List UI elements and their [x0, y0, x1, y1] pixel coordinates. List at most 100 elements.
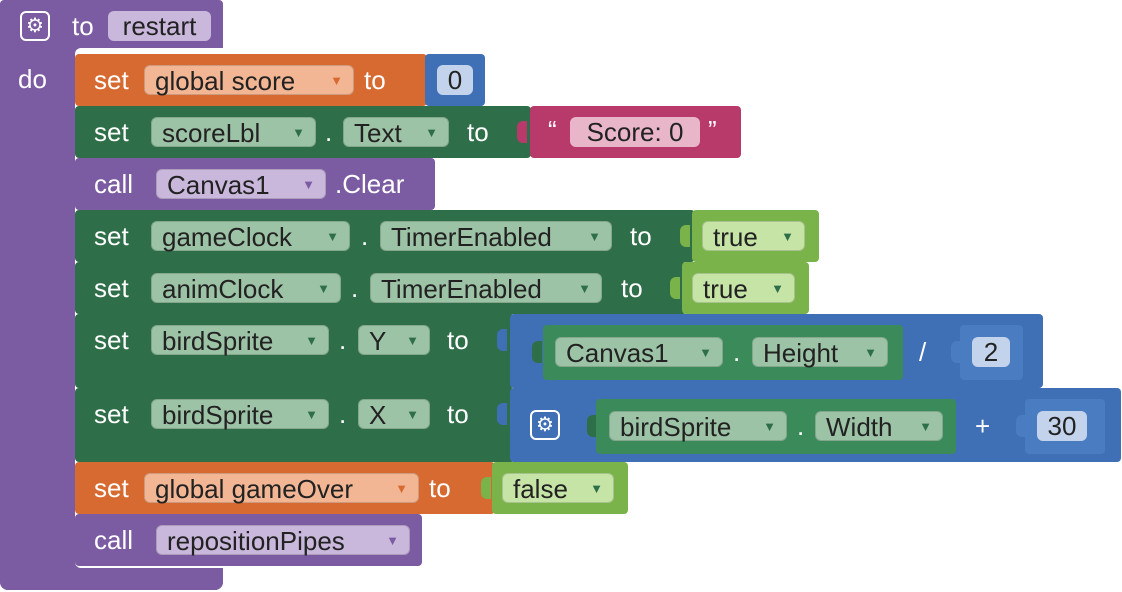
component-dropdown-canvas1[interactable]: Canvas1 ▼: [156, 169, 326, 200]
socket-connector: [481, 477, 491, 499]
property-dropdown-text[interactable]: Text ▼: [343, 117, 449, 148]
dot-separator: .: [339, 325, 347, 355]
set-keyword: set: [94, 65, 129, 95]
chevron-down-icon: ▼: [781, 229, 794, 244]
property-dropdown-height[interactable]: Height ▼: [752, 337, 888, 368]
procedure-footer: [0, 568, 223, 590]
chevron-down-icon: ▼: [386, 533, 399, 548]
socket-connector: [497, 403, 507, 425]
dropdown-label: Text: [354, 118, 402, 148]
dropdown-label: false: [513, 474, 568, 504]
dropdown-label: birdSprite: [162, 400, 274, 430]
gear-icon[interactable]: ⚙: [530, 410, 560, 440]
component-dropdown-birdsprite[interactable]: birdSprite ▼: [151, 325, 329, 356]
dropdown-label: gameClock: [162, 222, 293, 252]
dot-separator: .: [797, 411, 805, 441]
dot-separator: .: [351, 273, 359, 303]
dropdown-label: X: [369, 400, 387, 430]
number-field[interactable]: 30: [1037, 411, 1087, 441]
socket-connector: [532, 341, 542, 363]
set-keyword: set: [94, 221, 129, 251]
chevron-down-icon: ▼: [590, 481, 603, 496]
chevron-down-icon: ▼: [425, 125, 438, 140]
property-dropdown-y[interactable]: Y▼: [358, 325, 430, 356]
dot-separator: .: [325, 117, 333, 147]
socket-connector: [1016, 415, 1026, 437]
chevron-down-icon: ▼: [305, 333, 318, 348]
to-keyword: to: [621, 273, 643, 303]
chevron-down-icon: ▼: [395, 481, 408, 496]
dropdown-label: animClock: [162, 274, 284, 304]
set-keyword: set: [94, 117, 129, 147]
set-keyword: set: [94, 399, 129, 429]
dropdown-label: birdSprite: [162, 326, 274, 356]
dropdown-label: global score: [155, 66, 296, 96]
call-keyword: call: [94, 525, 134, 555]
chevron-down-icon: ▼: [302, 177, 315, 192]
socket-connector: [680, 225, 690, 247]
dot-separator: .: [733, 337, 741, 367]
chevron-down-icon: ▼: [305, 407, 318, 422]
gear-icon[interactable]: ⚙: [20, 11, 50, 41]
chevron-down-icon: ▼: [771, 281, 784, 296]
dropdown-label: repositionPipes: [167, 526, 345, 556]
number-field[interactable]: 2: [972, 337, 1010, 367]
dropdown-label: true: [713, 222, 758, 252]
procedure-keyword-to: to: [72, 11, 94, 41]
quote-close: ”: [708, 115, 717, 145]
variable-dropdown-global-score[interactable]: global score ▼: [144, 65, 354, 96]
add-operator: +: [975, 411, 991, 441]
variable-dropdown-global-gameover[interactable]: global gameOver ▼: [144, 473, 419, 504]
call-keyword: call: [94, 169, 134, 199]
dropdown-label: Y: [369, 326, 387, 356]
to-keyword: to: [447, 325, 469, 355]
chevron-down-icon: ▼: [864, 345, 877, 360]
number-field[interactable]: 0: [437, 65, 473, 95]
socket-connector: [497, 329, 507, 351]
socket-connector: [517, 121, 527, 143]
chevron-down-icon: ▼: [330, 73, 343, 88]
dropdown-label: TimerEnabled: [391, 222, 552, 252]
set-keyword: set: [94, 273, 129, 303]
chevron-down-icon: ▼: [588, 229, 601, 244]
to-keyword: to: [429, 473, 451, 503]
dropdown-label: Canvas1: [167, 170, 270, 200]
logic-dropdown-true[interactable]: true ▼: [702, 221, 805, 252]
component-dropdown-canvas1[interactable]: Canvas1▼: [555, 337, 723, 368]
component-dropdown-gameclock[interactable]: gameClock ▼: [151, 221, 350, 252]
socket-connector: [418, 69, 428, 91]
quote-open: “: [548, 115, 557, 145]
chevron-down-icon: ▼: [292, 125, 305, 140]
component-dropdown-birdsprite[interactable]: birdSprite ▼: [151, 399, 329, 430]
procedure-dropdown-repositionpipes[interactable]: repositionPipes ▼: [156, 525, 410, 556]
logic-dropdown-false[interactable]: false ▼: [502, 473, 614, 504]
chevron-down-icon: ▼: [406, 407, 419, 422]
component-dropdown-animclock[interactable]: animClock ▼: [151, 273, 341, 304]
component-dropdown-scorelbl[interactable]: scoreLbl▼: [151, 117, 316, 148]
chevron-down-icon: ▼: [317, 281, 330, 296]
set-keyword: set: [94, 325, 129, 355]
property-dropdown-width[interactable]: Width ▼: [815, 411, 943, 442]
dropdown-label: birdSprite: [620, 412, 732, 442]
text-field[interactable]: Score: 0: [570, 117, 700, 147]
dot-separator: .: [339, 399, 347, 429]
chevron-down-icon: ▼: [919, 419, 932, 434]
chevron-down-icon: ▼: [326, 229, 339, 244]
procedure-name-field[interactable]: restart: [108, 11, 211, 41]
chevron-down-icon: ▼: [699, 345, 712, 360]
dropdown-label: Width: [826, 412, 893, 442]
dropdown-label: true: [703, 274, 748, 304]
logic-dropdown-true[interactable]: true ▼: [692, 273, 795, 304]
to-keyword: to: [364, 65, 386, 95]
socket-connector: [587, 415, 597, 437]
chevron-down-icon: ▼: [406, 333, 419, 348]
property-dropdown-timerenabled[interactable]: TimerEnabled▼: [370, 273, 602, 304]
socket-connector: [951, 341, 961, 363]
component-dropdown-birdsprite[interactable]: birdSprite▼: [609, 411, 787, 442]
property-dropdown-timerenabled[interactable]: TimerEnabled ▼: [380, 221, 612, 252]
property-dropdown-x[interactable]: X▼: [358, 399, 430, 430]
dropdown-label: global gameOver: [155, 474, 353, 504]
dropdown-label: Height: [763, 338, 839, 368]
chevron-down-icon: ▼: [578, 281, 591, 296]
socket-connector: [670, 277, 680, 299]
